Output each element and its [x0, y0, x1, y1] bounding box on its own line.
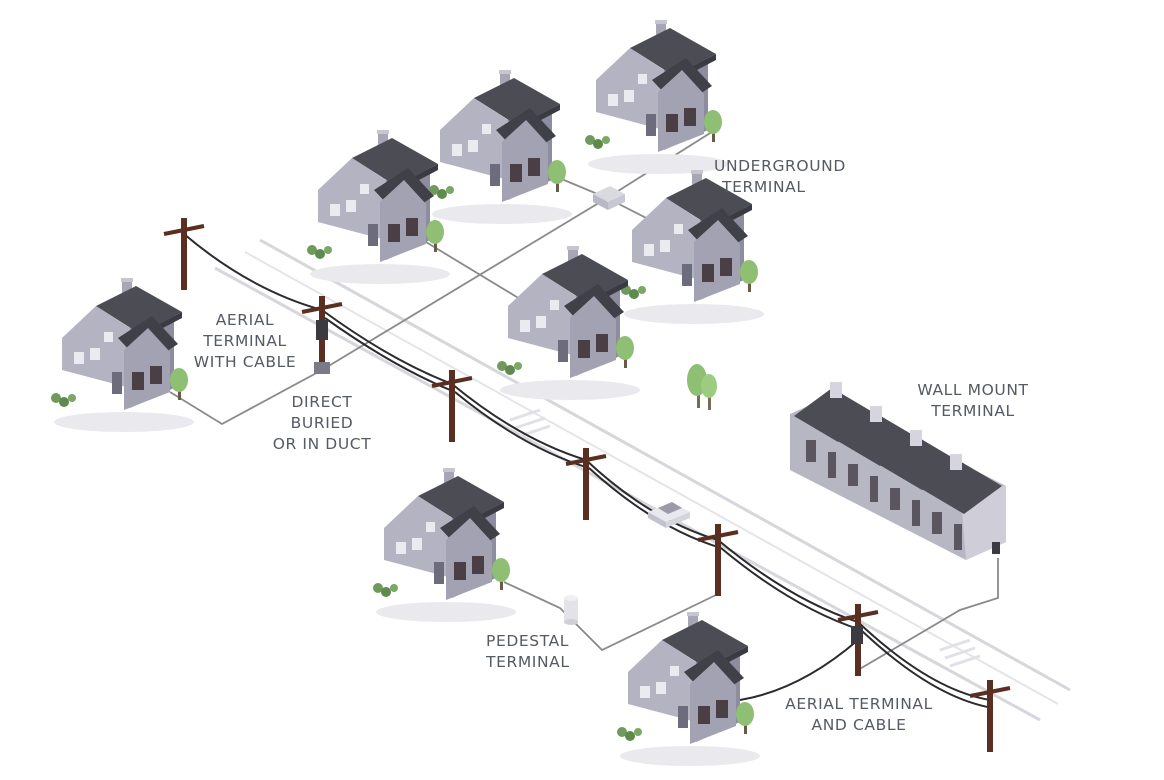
road-edge-line — [244, 251, 1059, 705]
utility-pole — [564, 446, 608, 522]
underground-terminal-box — [593, 186, 625, 210]
rowhouse-block — [790, 382, 1006, 560]
utility-pole — [968, 678, 1012, 754]
label-pedestal-terminal: PEDESTAL TERMINAL — [486, 632, 570, 671]
road-edge-line — [259, 238, 1071, 692]
house — [497, 246, 640, 400]
aerial-terminal-box — [316, 320, 328, 340]
aerial-terminal-box — [851, 626, 863, 644]
utility-pole — [162, 216, 206, 292]
house — [585, 20, 728, 174]
house — [51, 278, 194, 432]
label-underground-terminal: UNDERGROUND TERMINAL — [714, 157, 846, 196]
wall-mount-terminal-box — [992, 542, 1000, 554]
pedestal-terminal-post — [564, 595, 578, 625]
ground-terminal-box — [314, 362, 330, 374]
house — [373, 468, 516, 622]
label-direct-buried: DIRECT BURIED OR IN DUCT — [272, 393, 372, 453]
label-wall-mount-terminal: WALL MOUNT TERMINAL — [917, 381, 1029, 420]
house — [429, 70, 572, 224]
car — [648, 502, 690, 528]
tree-cluster — [687, 364, 717, 410]
label-aerial-terminal-and-cable: AERIAL TERMINAL AND CABLE — [785, 695, 933, 734]
house — [617, 612, 760, 766]
house — [307, 130, 450, 284]
label-aerial-terminal-with-cable: AERIAL TERMINAL WITH CABLE — [193, 311, 297, 371]
